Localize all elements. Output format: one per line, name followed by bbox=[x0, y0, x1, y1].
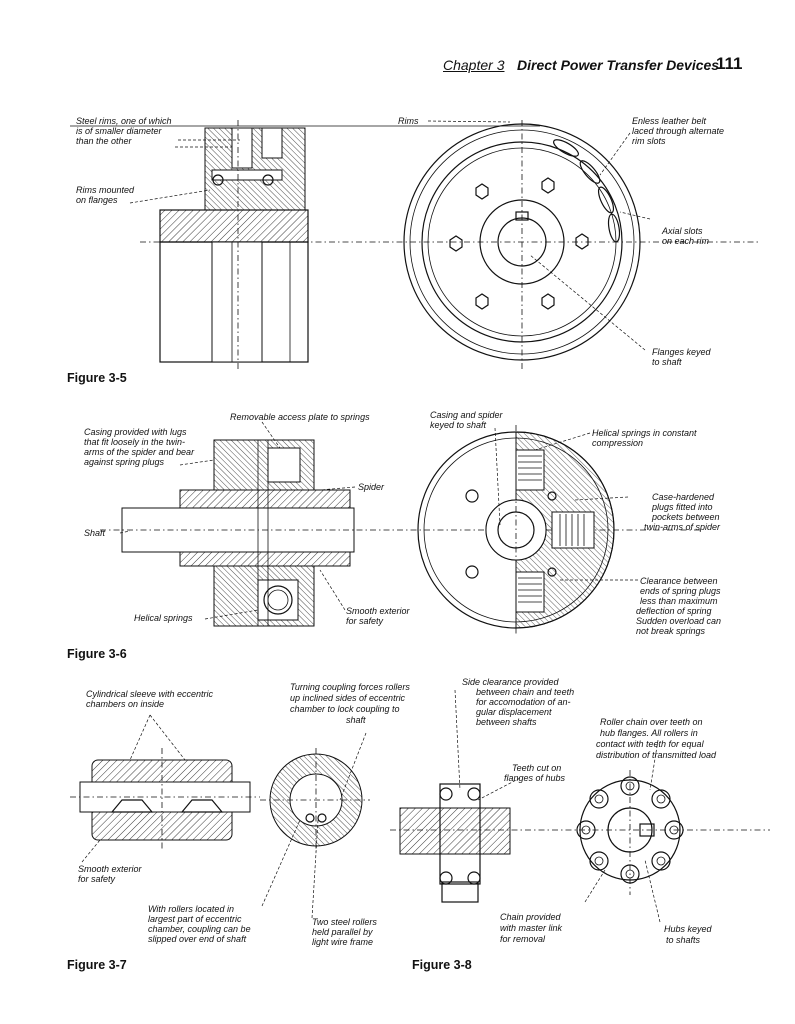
label-belt-1: Enless leather belt bbox=[632, 116, 707, 126]
label-steel-rims-2: is of smaller diameter bbox=[76, 126, 163, 136]
label-clear-6: not break springs bbox=[636, 626, 706, 636]
label-side-clearance-2: between chain and teeth bbox=[476, 687, 574, 697]
label-casing-keyed-2: keyed to shaft bbox=[430, 420, 487, 430]
label-rollers-1: With rollers located in bbox=[148, 904, 234, 914]
label-two-rollers-3: light wire frame bbox=[312, 937, 373, 947]
label-rollers-2: largest part of eccentric bbox=[148, 914, 242, 924]
label-clear-2: ends of spring plugs bbox=[640, 586, 721, 596]
label-roller-chain-3: contact with teeth for equal bbox=[596, 739, 705, 749]
label-helical-comp-1: Helical springs in constant bbox=[592, 428, 697, 438]
label-clear-3: less than maximum bbox=[640, 596, 718, 606]
label-chain-2: with master link bbox=[500, 923, 563, 933]
label-rollers-3: chamber, coupling can be bbox=[148, 924, 251, 934]
label-two-rollers-2: held parallel by bbox=[312, 927, 373, 937]
label-clear-1: Clearance between bbox=[640, 576, 718, 586]
label-rims-mounted-1: Rims mounted bbox=[76, 185, 135, 195]
label-plugs-3: pockets between bbox=[651, 512, 720, 522]
label-hubs-2: to shafts bbox=[666, 935, 701, 945]
label-casing-lugs-3: arms of the spider and bear bbox=[84, 447, 195, 457]
label-steel-rims-3: than the other bbox=[76, 136, 133, 146]
label-smooth-exterior-1: Smooth exterior bbox=[78, 864, 143, 874]
label-clear-5: Sudden overload can bbox=[636, 616, 721, 626]
label-sleeve-2: chambers on inside bbox=[86, 699, 164, 709]
label-shaft: Shaft bbox=[84, 528, 106, 538]
label-chain-3: for removal bbox=[500, 934, 546, 944]
label-plugs-1: Case-hardened bbox=[652, 492, 715, 502]
label-axial-1: Axial slots bbox=[661, 226, 703, 236]
label-roller-chain-1: Roller chain over teeth on bbox=[600, 717, 703, 727]
chapter-title: Direct Power Transfer Devices bbox=[517, 57, 720, 73]
label-casing-lugs-4: against spring plugs bbox=[84, 457, 165, 467]
label-side-clearance-3: for accomodation of an- bbox=[476, 697, 571, 707]
label-roller-chain-2: hub flanges. All rollers in bbox=[600, 728, 698, 738]
label-helical-comp-2: compression bbox=[592, 438, 643, 448]
belt-slots bbox=[553, 139, 621, 243]
figure-3-7-3-8-drawing: Cylindrical sleeve with eccentric chambe… bbox=[70, 677, 770, 947]
label-two-rollers-1: Two steel rollers bbox=[312, 917, 377, 927]
label-side-clearance-5: between shafts bbox=[476, 717, 537, 727]
label-casing-lugs-1: Casing provided with lugs bbox=[84, 427, 187, 437]
label-roller-chain-4: distribution of transmitted load bbox=[596, 750, 717, 760]
label-spider: Spider bbox=[358, 482, 385, 492]
label-rollers-4: slipped over end of shaft bbox=[148, 934, 247, 944]
label-side-clearance-4: gular displacement bbox=[476, 707, 552, 717]
label-flanges-1: Flanges keyed bbox=[652, 347, 712, 357]
figure-3-5-caption: Figure 3-5 bbox=[67, 371, 127, 385]
label-casing-keyed-1: Casing and spider bbox=[430, 410, 504, 420]
label-teeth-2: flanges of hubs bbox=[504, 773, 566, 783]
figure-3-5-drawing: Steel rims, one of which is of smaller d… bbox=[70, 116, 760, 370]
label-side-clearance-1: Side clearance provided bbox=[462, 677, 560, 687]
chain-rollers bbox=[576, 776, 684, 884]
chapter-label: Chapter 3 bbox=[443, 57, 505, 73]
label-axial-2: on each rim bbox=[662, 236, 710, 246]
label-clear-4: deflection of spring bbox=[636, 606, 712, 616]
figure-3-6-drawing: Removable access plate to springs Casing… bbox=[84, 410, 721, 636]
bolt-hexagons bbox=[449, 177, 589, 310]
label-belt-3: rim slots bbox=[632, 136, 666, 146]
label-turning-2: up inclined sides of eccentric bbox=[290, 693, 406, 703]
label-smooth-exterior-2: for safety bbox=[78, 874, 116, 884]
label-flanges-2: to shaft bbox=[652, 357, 682, 367]
label-smooth-1: Smooth exterior bbox=[346, 606, 411, 616]
running-header: Chapter 3 Direct Power Transfer Devices … bbox=[0, 52, 795, 76]
label-teeth-1: Teeth cut on bbox=[512, 763, 561, 773]
label-helical-springs: Helical springs bbox=[134, 613, 193, 623]
figure-3-8-caption: Figure 3-8 bbox=[412, 958, 472, 972]
label-plugs-4: twin-arms of spider bbox=[644, 522, 721, 532]
label-chain-1: Chain provided bbox=[500, 912, 562, 922]
label-turning-3: chamber to lock coupling to bbox=[290, 704, 400, 714]
label-plugs-2: plugs fitted into bbox=[651, 502, 713, 512]
label-turning-1: Turning coupling forces rollers bbox=[290, 682, 410, 692]
label-sleeve-1: Cylindrical sleeve with eccentric bbox=[86, 689, 214, 699]
spring-coils bbox=[518, 455, 585, 603]
figure-3-6-caption: Figure 3-6 bbox=[67, 647, 127, 661]
label-rims-mounted-2: on flanges bbox=[76, 195, 118, 205]
label-belt-2: laced through alternate bbox=[632, 126, 724, 136]
label-steel-rims-1: Steel rims, one of which bbox=[76, 116, 172, 126]
page-number: 111 bbox=[716, 54, 743, 73]
figure-3-7-caption: Figure 3-7 bbox=[67, 958, 127, 972]
label-rims: Rims bbox=[398, 116, 419, 126]
label-turning-4: shaft bbox=[346, 715, 366, 725]
label-access-plate: Removable access plate to springs bbox=[230, 412, 370, 422]
label-smooth-2: for safety bbox=[346, 616, 384, 626]
label-hubs-1: Hubs keyed bbox=[664, 924, 713, 934]
label-casing-lugs-2: that fit loosely in the twin- bbox=[84, 437, 185, 447]
